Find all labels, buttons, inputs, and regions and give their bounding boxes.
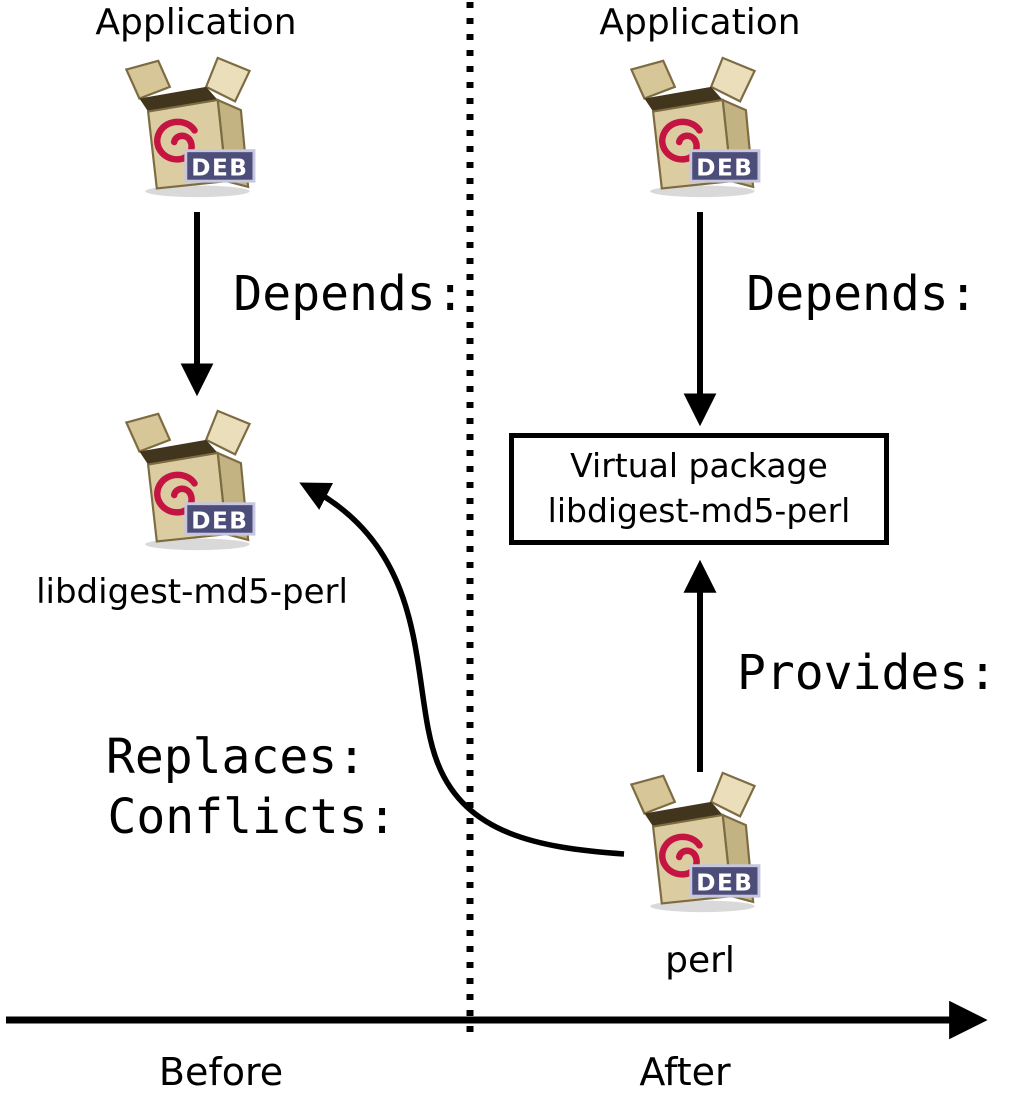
deb-badge-label: DEB	[696, 869, 753, 896]
provides-label: Provides:	[736, 645, 998, 701]
virtual-package-line1: Virtual package	[570, 446, 828, 486]
deb-badge-label: DEB	[696, 154, 753, 181]
deb-badge-label: DEB	[191, 507, 248, 534]
replaces-label: Replaces:	[105, 729, 367, 785]
deb-badge	[184, 502, 256, 536]
conflicts-label: Conflicts:	[107, 789, 397, 845]
deb-badge-label: DEB	[191, 154, 248, 181]
application-label-after: Application	[599, 2, 801, 43]
replaces-conflicts-arrow	[299, 482, 625, 857]
virtual-package-box: Virtual package libdigest-md5-perl	[509, 433, 889, 545]
libdigest-md5-perl-label: libdigest-md5-perl	[36, 572, 348, 612]
after-label: After	[639, 1050, 731, 1094]
deb-package-icon-libdigest-md5-perl: DEB	[126, 411, 256, 550]
depends-label-after: Depends:	[746, 266, 978, 322]
application-label-before: Application	[95, 2, 297, 43]
deb-badge	[689, 149, 761, 183]
deb-package-icon-application-before: DEB	[126, 58, 256, 197]
virtual-package-line2: libdigest-md5-perl	[547, 491, 851, 530]
deb-package-icon-application-after: DEB	[631, 58, 761, 197]
deb-package-icon-perl: DEB	[631, 773, 761, 912]
depends-label-before: Depends:	[233, 266, 465, 322]
before-label: Before	[158, 1050, 284, 1094]
deb-badge	[689, 864, 761, 898]
deb-badge	[184, 149, 256, 183]
perl-label: perl	[665, 940, 735, 981]
